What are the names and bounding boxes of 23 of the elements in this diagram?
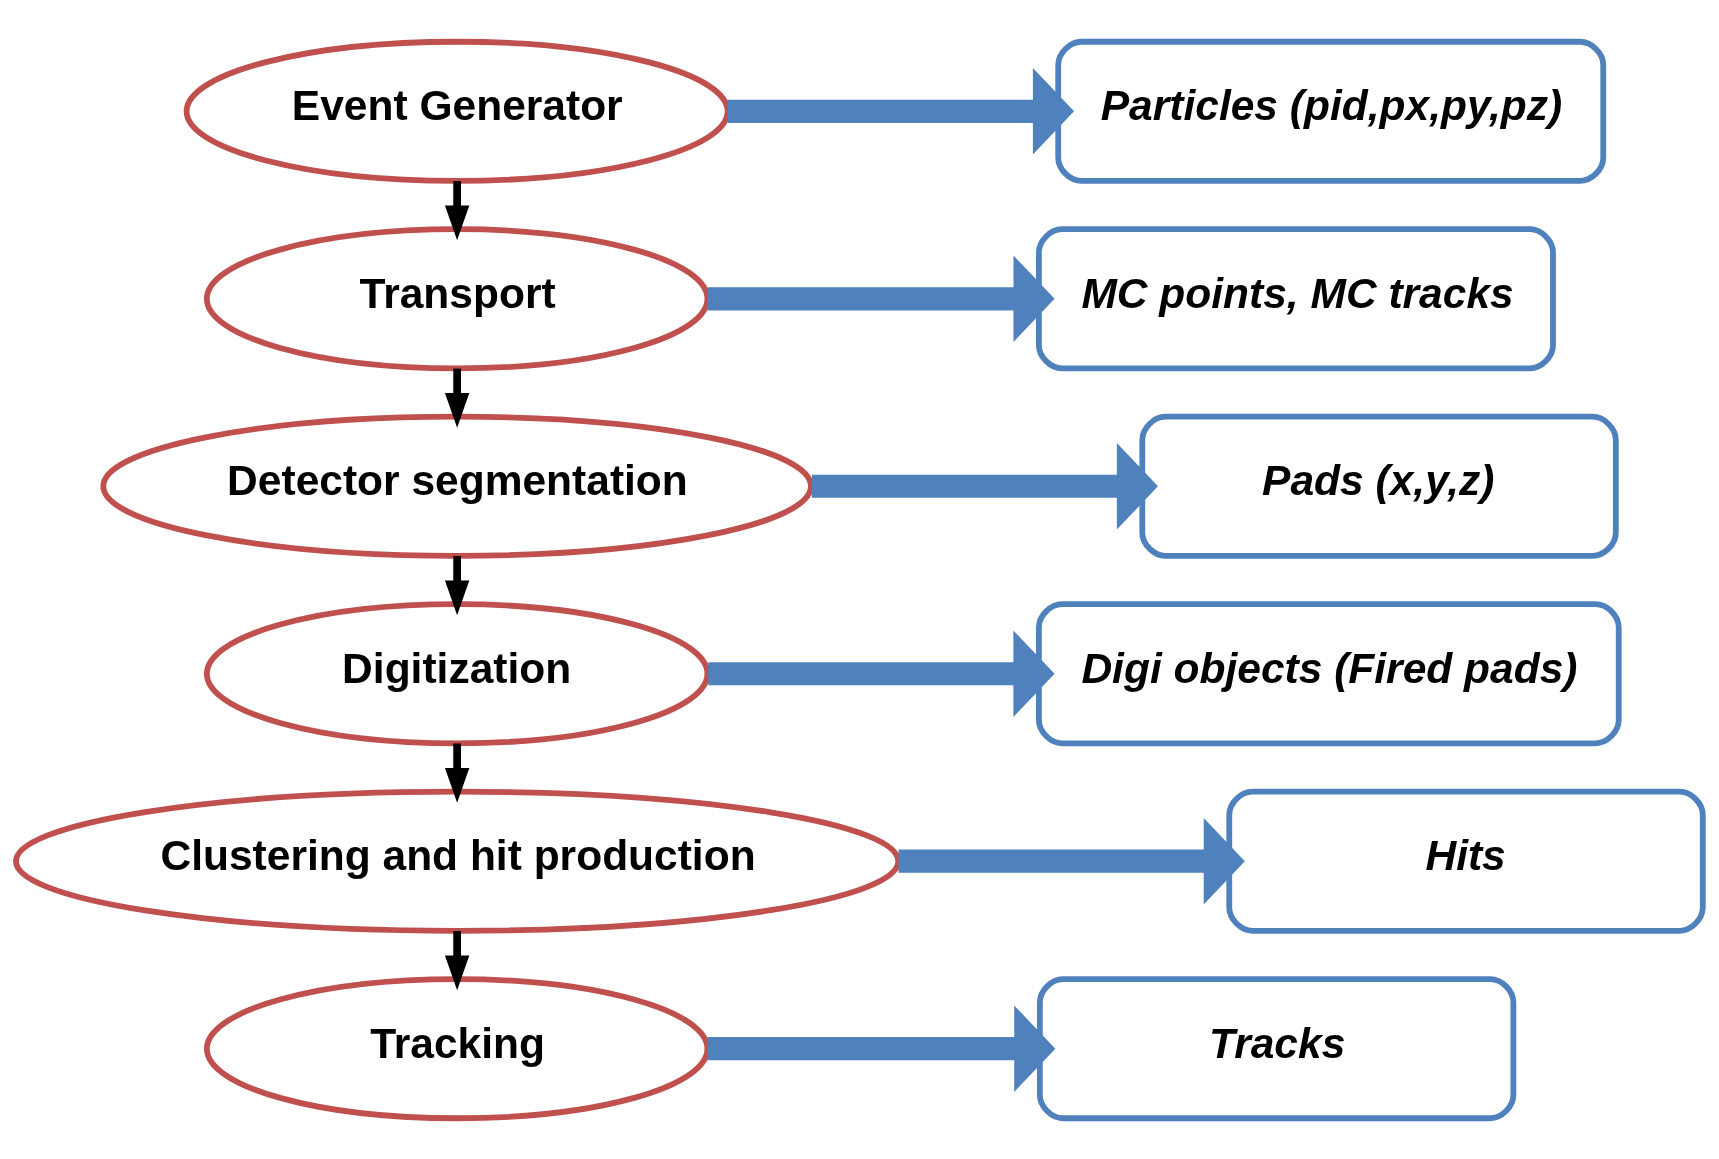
node-ellipse: Clustering and hit production <box>13 788 902 934</box>
node-box: Tracks <box>1036 975 1517 1121</box>
node-ellipse: Detector segmentation <box>100 413 814 559</box>
arrow <box>811 442 1158 529</box>
arrow <box>707 255 1055 342</box>
node-box: Digi objects (Fired pads) <box>1036 600 1622 746</box>
node-ellipse: Tracking <box>203 975 711 1121</box>
arrow <box>707 1005 1056 1092</box>
node-box: Particles (pid,px,py,pz) <box>1055 38 1607 184</box>
arrow <box>898 817 1245 904</box>
node-ellipse: Transport <box>203 225 711 371</box>
arrow <box>727 67 1075 154</box>
arrow <box>444 930 470 990</box>
arrow <box>444 555 470 615</box>
node-ellipse: Digitization <box>203 600 711 746</box>
node-box: MC points, MC tracks <box>1036 225 1556 371</box>
node-box: Pads (x,y,z) <box>1139 413 1619 559</box>
arrow <box>708 630 1055 717</box>
arrow <box>444 743 470 803</box>
arrow <box>444 180 470 240</box>
arrow <box>444 368 470 428</box>
node-ellipse: Event Generator <box>183 38 731 184</box>
node-box: Hits <box>1226 788 1706 934</box>
